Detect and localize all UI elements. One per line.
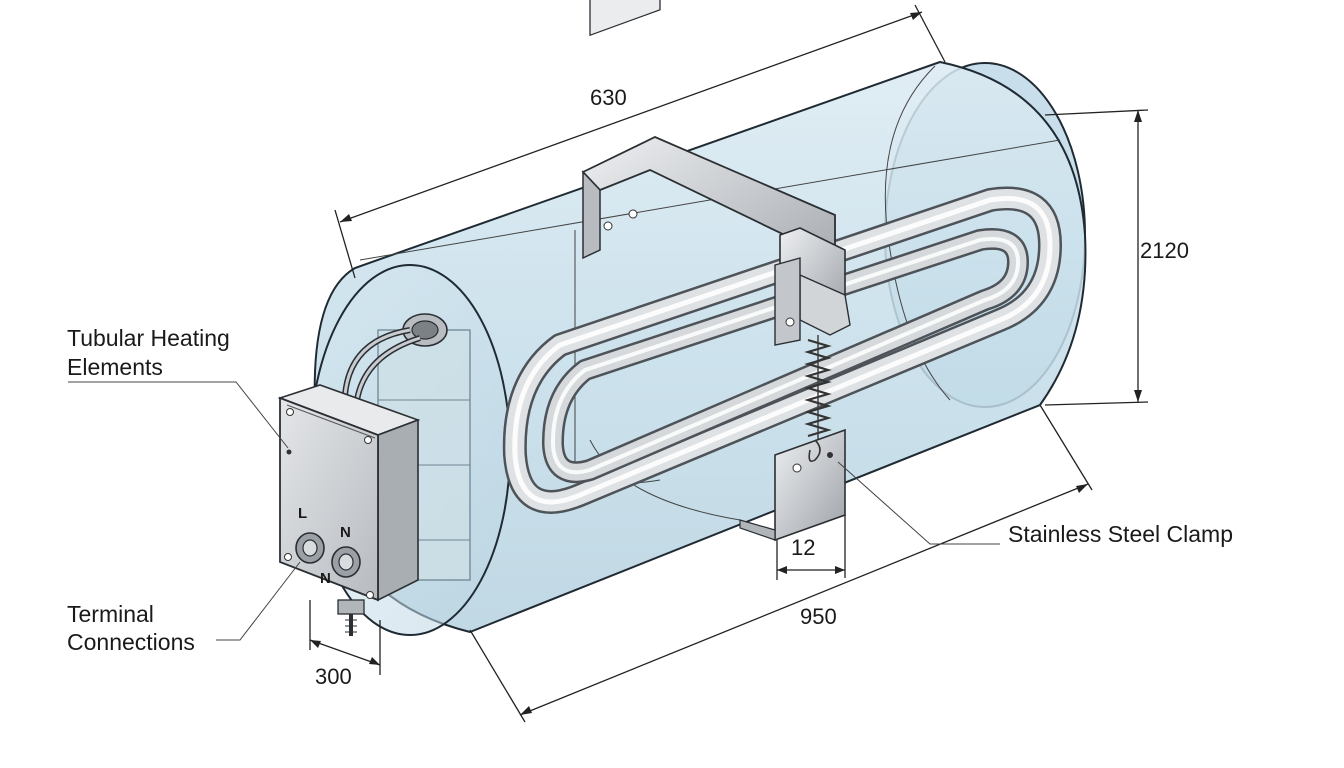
callout-heating-elements-line1: Tubular Heating: [67, 325, 230, 351]
callout-terminal-line1: Terminal: [67, 601, 154, 627]
terminal-box: L N N: [277, 384, 421, 636]
dim-height-right: 2120: [1140, 238, 1189, 263]
terminal-live: [295, 532, 325, 564]
stainless-clamp: [581, 0, 851, 542]
dim-box-width: 300: [315, 664, 352, 689]
cable-gland: [342, 313, 448, 401]
terminal-label-n-top: N: [340, 524, 351, 541]
terminal-neutral: [331, 546, 361, 578]
dim-clamp-width: 12: [791, 535, 815, 560]
heating-element: [502, 186, 1062, 514]
dim-length-top: 630: [590, 85, 627, 110]
leader-lines: [68, 381, 1000, 641]
dimension-lines: [309, 4, 1149, 723]
terminal-label-l: L: [298, 505, 307, 522]
dim-length-bottom: 950: [800, 604, 837, 629]
clamp-spring: [804, 335, 832, 445]
terminal-label-n-bottom: N: [320, 570, 331, 587]
callout-clamp: Stainless Steel Clamp: [1008, 521, 1233, 547]
callout-heating-elements-line2: Elements: [67, 354, 163, 380]
callout-terminal-line2: Connections: [67, 629, 195, 655]
